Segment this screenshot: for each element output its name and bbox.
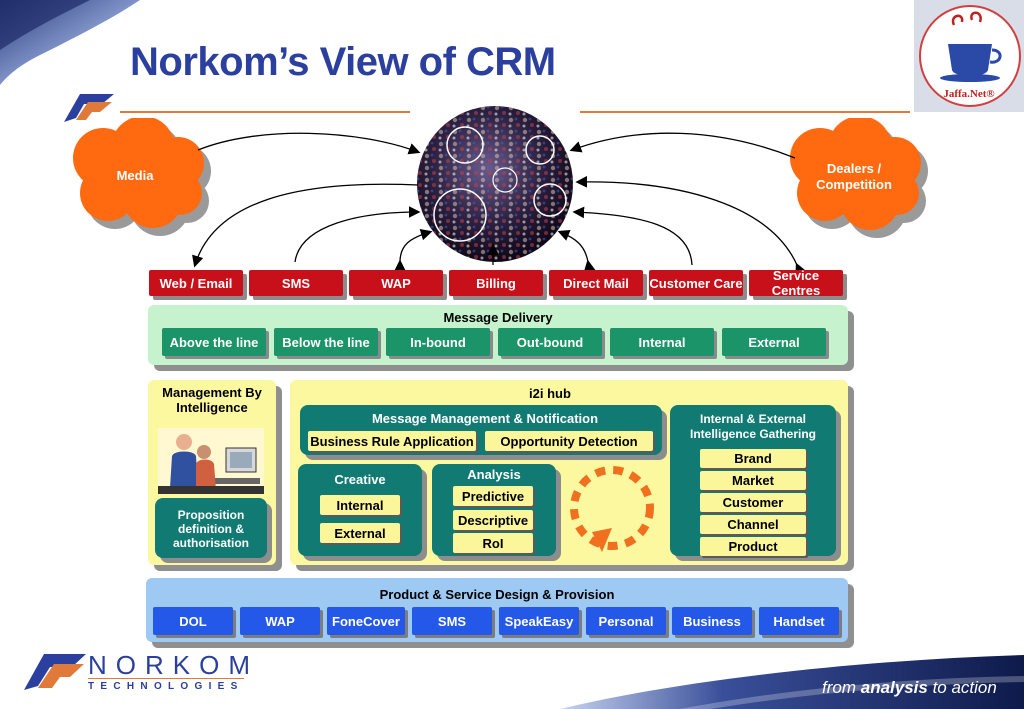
intel-product[interactable]: Product xyxy=(700,537,806,556)
tagline-suffix: to action xyxy=(927,678,997,697)
channel-sms[interactable]: SMS xyxy=(249,270,343,296)
opportunity-detection[interactable]: Opportunity Detection xyxy=(485,431,653,451)
footer-swoosh xyxy=(560,655,1024,709)
delivery-above-the-line[interactable]: Above the line xyxy=(162,328,266,356)
norkom-logo-rule xyxy=(88,678,244,679)
jaffa-label: Jaffa.Net® xyxy=(943,88,995,100)
product-sms[interactable]: SMS xyxy=(412,607,492,635)
title-rule-left xyxy=(120,111,410,113)
channel-direct-mail[interactable]: Direct Mail xyxy=(549,270,643,296)
analysis-title: Analysis xyxy=(467,467,521,482)
delivery-external[interactable]: External xyxy=(722,328,826,356)
coffee-cup-icon xyxy=(919,5,1021,107)
channel-service-centres[interactable]: Service Centres xyxy=(749,268,843,298)
people-at-computer-icon xyxy=(158,428,264,494)
product-handset[interactable]: Handset xyxy=(759,607,839,635)
intel-customer[interactable]: Customer xyxy=(700,493,806,512)
delivery-internal[interactable]: Internal xyxy=(610,328,714,356)
intel-channel[interactable]: Channel xyxy=(700,515,806,534)
product-service-title: Product & Service Design & Provision xyxy=(379,587,615,602)
tagline: from analysis to action xyxy=(822,678,997,698)
i2i-hub-title: i2i hub xyxy=(529,386,571,401)
norkom-mark-icon xyxy=(64,94,114,122)
channel-wap[interactable]: WAP xyxy=(349,270,443,296)
creative-external[interactable]: External xyxy=(320,523,400,543)
media-label: Media xyxy=(116,168,154,183)
media-cloud xyxy=(73,118,211,236)
norkom-sub: TECHNOLOGIES xyxy=(88,681,244,692)
dealers-cloud xyxy=(790,118,928,238)
tagline-prefix: from xyxy=(822,678,861,697)
product-dol[interactable]: DOL xyxy=(153,607,233,635)
delivery-in-bound[interactable]: In-bound xyxy=(386,328,490,356)
proposition-label: Proposition definition & authorisation xyxy=(172,508,249,550)
message-delivery-title: Message Delivery xyxy=(443,310,553,325)
management-title: Management By Intelligence xyxy=(162,385,262,415)
creative-internal[interactable]: Internal xyxy=(320,495,400,515)
intel-brand[interactable]: Brand xyxy=(700,449,806,468)
product-business[interactable]: Business xyxy=(672,607,752,635)
title-rule-right xyxy=(580,111,910,113)
analysis-predictive[interactable]: Predictive xyxy=(453,486,533,506)
crowd-sphere-image xyxy=(417,106,573,262)
norkom-brand: NORKOM xyxy=(88,650,259,680)
channel-web-email[interactable]: Web / Email xyxy=(149,270,243,296)
delivery-out-bound[interactable]: Out-bound xyxy=(498,328,602,356)
analysis-descriptive[interactable]: Descriptive xyxy=(453,510,533,530)
product-fonecover[interactable]: FoneCover xyxy=(327,607,405,635)
proposition-box xyxy=(155,498,267,558)
product-personal[interactable]: Personal xyxy=(586,607,666,635)
creative-title: Creative xyxy=(334,472,386,487)
product-speakeasy[interactable]: SpeakEasy xyxy=(499,607,579,635)
intel-market[interactable]: Market xyxy=(700,471,806,490)
tagline-emphasis: analysis xyxy=(860,678,928,697)
channel-billing[interactable]: Billing xyxy=(449,270,543,296)
page-title: Norkom’s View of CRM xyxy=(130,40,556,84)
cycle-arrow-icon xyxy=(570,466,654,552)
corner-decoration xyxy=(0,0,140,85)
intelligence-gathering-title: Internal & External Intelligence Gatheri… xyxy=(689,412,817,441)
norkom-logo-icon xyxy=(24,654,86,690)
dealers-label: Dealers / Competition xyxy=(816,161,892,192)
channel-customer-care[interactable]: Customer Care xyxy=(649,270,743,296)
product-wap[interactable]: WAP xyxy=(240,607,320,635)
business-rule-application[interactable]: Business Rule Application xyxy=(308,431,476,451)
message-management-title: Message Management & Notification xyxy=(371,411,599,426)
delivery-below-the-line[interactable]: Below the line xyxy=(274,328,378,356)
jaffa-logo: Jaffa.Net® xyxy=(914,0,1024,112)
analysis-roi[interactable]: RoI xyxy=(453,533,533,553)
